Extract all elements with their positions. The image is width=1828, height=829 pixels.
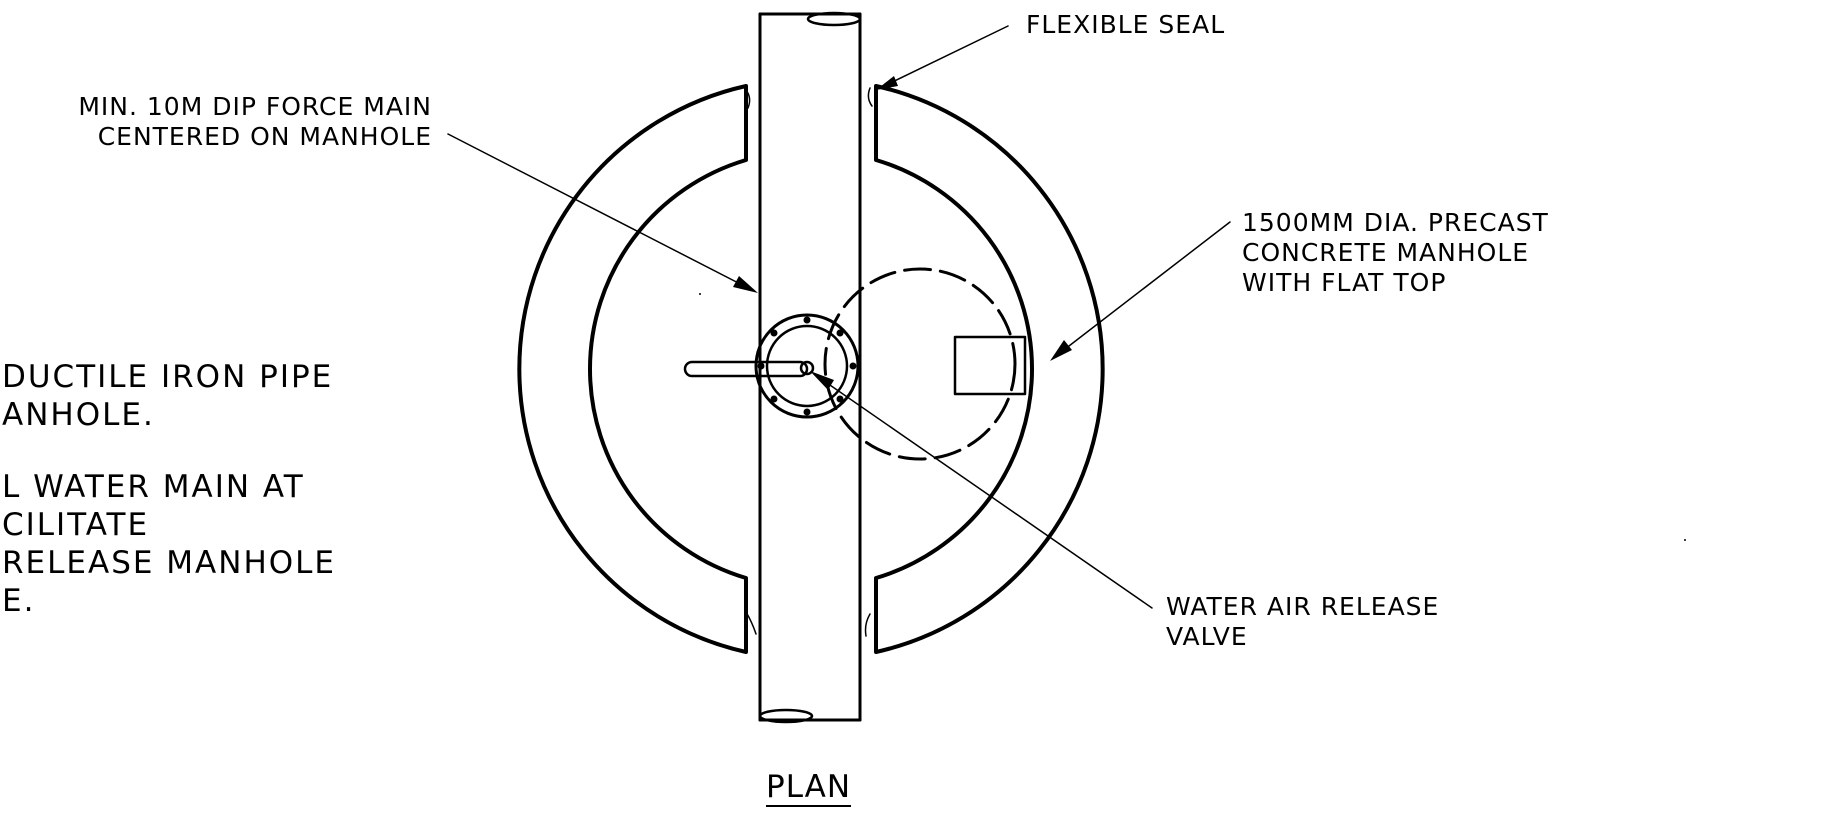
arrow-manhole [1050, 340, 1072, 361]
arrow-force-main [733, 276, 758, 293]
note-2-line3: RELEASE MANHOLE [2, 545, 337, 581]
valve-body [765, 324, 849, 408]
bolt-tr [836, 329, 844, 337]
manhole-wall-right [874, 84, 1105, 654]
label-force-main-line2: CENTERED ON MANHOLE [97, 122, 432, 151]
flexible-seal-top-left [745, 89, 751, 109]
note-1: DUCTILE IRON PIPE ANHOLE. [2, 358, 333, 434]
label-force-main: MIN. 10M DIP FORCE MAIN CENTERED ON MANH… [22, 92, 432, 152]
label-force-main-line1: MIN. 10M DIP FORCE MAIN [78, 92, 432, 121]
leader-manhole [1055, 221, 1231, 357]
flexible-seal-bottom-left [745, 611, 757, 635]
pipe-top-ellipse [806, 11, 862, 27]
label-manhole-line3: WITH FLAT TOP [1242, 268, 1447, 297]
bolt-br [836, 395, 844, 403]
bolt-bottom [803, 408, 811, 416]
bolt-top [803, 316, 811, 324]
ladder-rect [953, 335, 1027, 396]
label-valve-line2: VALVE [1166, 622, 1248, 651]
valve-flange [754, 313, 860, 419]
note-2-line2: CILITATE [2, 507, 150, 543]
arrow-flexible-seal [876, 76, 898, 90]
note-2-line4: E. [2, 583, 36, 619]
plan-title: PLAN [766, 769, 852, 807]
label-manhole-line1: 1500MM DIA. PRECAST [1242, 208, 1549, 237]
leader-flexible-seal [879, 25, 1009, 89]
label-valve-line1: WATER AIR RELEASE [1166, 592, 1440, 621]
leader-valve [813, 373, 1153, 609]
speck [1684, 539, 1686, 541]
leader-force-main [447, 133, 753, 291]
bolt-left [757, 362, 765, 370]
note-2-line1: L WATER MAIN AT [2, 469, 305, 505]
pipe-bottom-ellipse [758, 708, 814, 724]
flexible-seal-bottom-right [864, 613, 871, 637]
bolt-tl [770, 329, 778, 337]
valve-stem [799, 360, 815, 376]
note-1-line2: ANHOLE. [2, 397, 155, 433]
bolt-bl [770, 395, 778, 403]
flange-bolts [757, 316, 857, 416]
valve-handle [683, 360, 809, 378]
label-flexible-seal: FLEXIBLE SEAL [1026, 10, 1226, 39]
label-manhole: 1500MM DIA. PRECAST CONCRETE MANHOLE WIT… [1242, 208, 1549, 298]
access-opening-dashed [823, 267, 1017, 461]
arrow-valve [810, 371, 834, 390]
label-manhole-line2: CONCRETE MANHOLE [1242, 238, 1530, 267]
manhole-wall-left [517, 84, 748, 654]
bolt-right [849, 362, 857, 370]
note-1-line1: DUCTILE IRON PIPE [2, 359, 334, 395]
speck [699, 293, 701, 295]
label-valve: WATER AIR RELEASE VALVE [1166, 592, 1439, 652]
note-2: L WATER MAIN AT CILITATE RELEASE MANHOLE… [2, 468, 336, 620]
flexible-seal-top-right [867, 87, 873, 107]
